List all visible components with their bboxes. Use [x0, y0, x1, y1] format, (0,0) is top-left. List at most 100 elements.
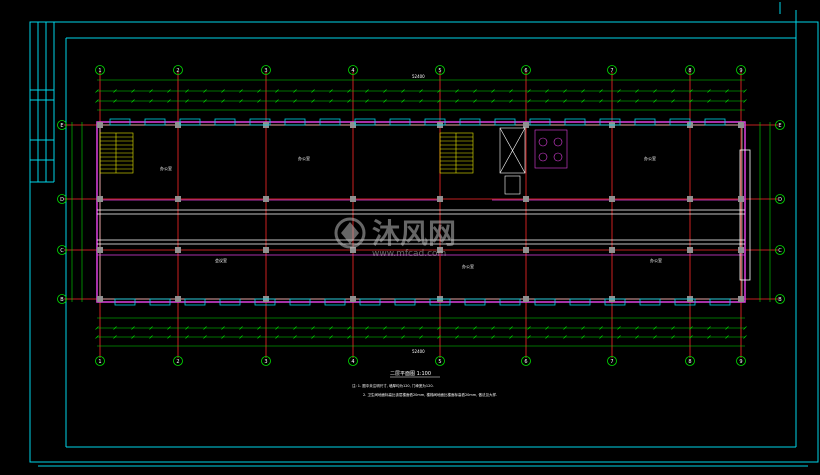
column: [175, 122, 181, 128]
dim-tick: [653, 335, 657, 339]
column: [97, 122, 103, 128]
room-labels: 办公室 办公室 会议室 办公室 办公室 办公室: [160, 155, 662, 269]
column: [350, 247, 356, 253]
column: [523, 247, 529, 253]
dim-tick: [653, 326, 657, 330]
window: [709, 298, 731, 306]
dim-tick: [527, 99, 531, 103]
dim-tick: [401, 326, 405, 330]
dim-tick: [437, 335, 441, 339]
dim-tick: [95, 335, 99, 339]
dim-tick: [95, 326, 99, 330]
dim-tick: [383, 335, 387, 339]
column: [350, 196, 356, 202]
dim-tick: [329, 89, 333, 93]
dim-tick: [113, 89, 117, 93]
dim-tick: [113, 335, 117, 339]
dimension-lines: [71, 79, 771, 347]
dim-tick: [689, 99, 693, 103]
dim-tick: [635, 89, 639, 93]
dim-tick: [239, 335, 243, 339]
dim-tick: [509, 99, 513, 103]
dim-tick: [167, 99, 171, 103]
grid-bubble-label: 2: [176, 68, 179, 74]
room-label: 会议室: [215, 257, 227, 263]
dim-tick: [257, 99, 261, 103]
dim-tick: [545, 335, 549, 339]
grid-bubble: [607, 65, 617, 75]
window: [324, 298, 346, 306]
dim-tick: [725, 99, 729, 103]
dim-tick: [95, 89, 99, 93]
column: [687, 247, 693, 253]
grid-bubble: [261, 65, 271, 75]
dim-tick: [257, 326, 261, 330]
window: [144, 118, 166, 126]
dim-tick: [203, 326, 207, 330]
dim-tick: [401, 335, 405, 339]
dim-tick: [743, 99, 747, 103]
grid-bubble-label: 8: [688, 68, 691, 74]
dim-tick: [473, 99, 477, 103]
dim-tick: [671, 89, 675, 93]
grid-bubble-label: 7: [610, 68, 613, 74]
grid-bubble: [521, 356, 531, 366]
grid-bubble: [261, 356, 271, 366]
dim-tick: [635, 99, 639, 103]
dim-tick: [617, 326, 621, 330]
dim-tick: [239, 326, 243, 330]
grid-bubble-label: C: [60, 248, 64, 254]
column: [738, 122, 744, 128]
dim-tick: [329, 326, 333, 330]
window: [494, 118, 516, 126]
window: [464, 298, 486, 306]
dim-tick: [221, 89, 225, 93]
column: [738, 296, 744, 302]
dim-tick: [293, 335, 297, 339]
room-label: 办公室: [644, 155, 656, 161]
grid-bubble: [775, 294, 785, 304]
dim-tick: [581, 335, 585, 339]
dim-tick: [689, 89, 693, 93]
dim-tick: [185, 335, 189, 339]
dim-tick: [563, 335, 567, 339]
dim-tick: [131, 326, 135, 330]
dim-tick: [419, 99, 423, 103]
column: [175, 296, 181, 302]
dim-tick: [131, 99, 135, 103]
grid-bubble-label: 6: [524, 68, 527, 74]
dim-tick: [293, 99, 297, 103]
dim-tick: [131, 89, 135, 93]
dim-tick: [437, 99, 441, 103]
window: [604, 298, 626, 306]
grid-bubble-label: 6: [524, 359, 527, 365]
dim-tick: [95, 99, 99, 103]
dim-tick: [203, 335, 207, 339]
grid-bubble-label: 1: [98, 68, 101, 74]
window: [284, 118, 306, 126]
column: [97, 247, 103, 253]
dim-tick: [581, 89, 585, 93]
dim-tick: [617, 335, 621, 339]
window: [499, 298, 521, 306]
window: [249, 118, 271, 126]
window: [214, 118, 236, 126]
watermark-logo: 沐风网 www.mfcad.com: [334, 217, 456, 259]
grid-bubble: [57, 120, 67, 130]
total-dimension-top: 52400: [412, 74, 425, 79]
dim-tick: [653, 99, 657, 103]
window: [389, 118, 411, 126]
grid-bubble-label: 8: [688, 359, 691, 365]
toilet-area: [499, 127, 568, 195]
dim-tick: [707, 326, 711, 330]
dim-tick: [203, 89, 207, 93]
dim-tick: [617, 99, 621, 103]
dim-tick: [275, 89, 279, 93]
structural-columns: [97, 122, 744, 302]
dim-tick: [167, 326, 171, 330]
grid-bubble-label: 9: [739, 359, 742, 365]
dim-tick: [617, 89, 621, 93]
dim-tick: [473, 89, 477, 93]
grid-bubble-label: 3: [264, 359, 267, 365]
